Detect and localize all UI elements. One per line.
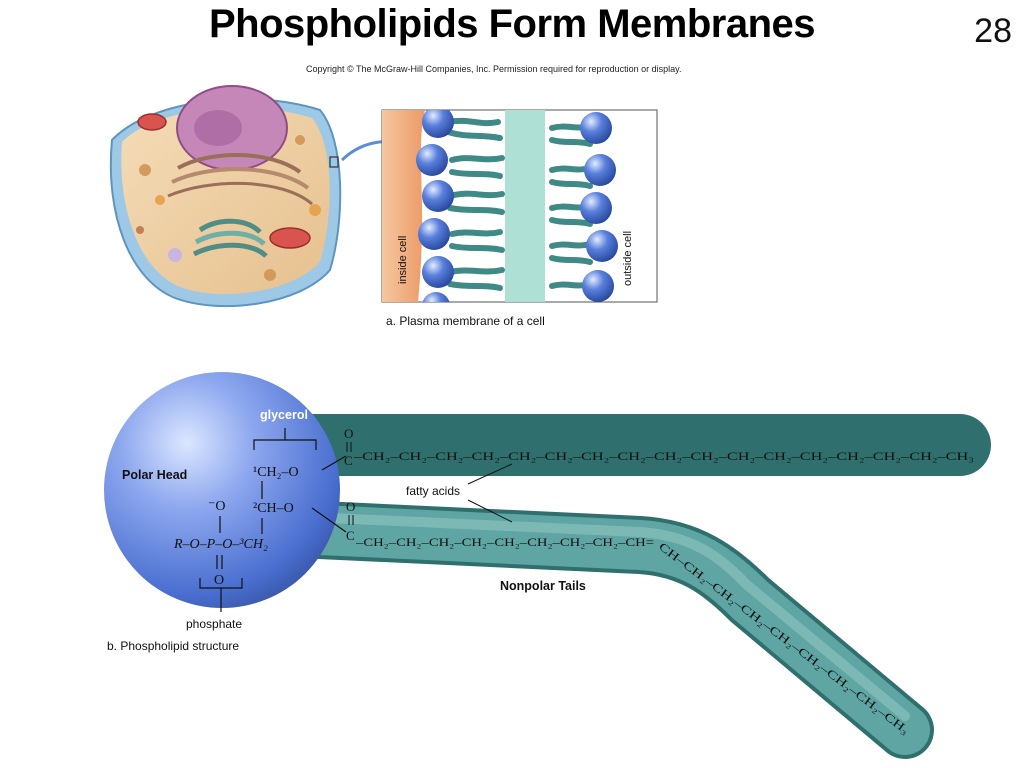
- fatty-acids-label: fatty acids: [406, 484, 460, 498]
- slide-number: 28: [974, 12, 1012, 50]
- formula-o-bottom: O: [214, 573, 224, 588]
- formula-ch2-o-top: ¹CH₂–O: [253, 465, 299, 480]
- formula-ch-o: ²CH–O: [253, 501, 294, 516]
- copyright-notice: Copyright © The McGraw-Hill Companies, I…: [306, 64, 682, 74]
- fatty-acids-pointer-top: [467, 463, 513, 485]
- panel-a-caption: a. Plasma membrane of a cell: [386, 314, 545, 328]
- cytoplasm: [121, 107, 330, 295]
- formula-chain-bottom-straight: –CH₂–CH₂–CH₂–CH₂–CH₂–CH₂–CH₂–CH₂–CH=: [355, 537, 654, 549]
- formula-carbonyl-o-top: O: [344, 426, 353, 441]
- glycerol-label: glycerol: [260, 408, 308, 422]
- formula-r-o-p-o-ch2: R–O–P–O–³CH₂: [173, 537, 268, 552]
- cell-illustration: [109, 85, 342, 308]
- membrane-zoom-box: [329, 156, 339, 168]
- formula-carbonyl-c-top: C: [344, 453, 353, 468]
- outside-cell-label: outside cell: [622, 231, 634, 286]
- phosphate-label: phosphate: [186, 617, 242, 631]
- formula-o-minus: ⁻O: [208, 499, 226, 514]
- inside-cell-label: inside cell: [397, 236, 409, 284]
- membrane-closeup: inside cell outside cell: [381, 109, 658, 303]
- panel-b-caption: b. Phospholipid structure: [107, 639, 239, 653]
- nucleolus: [194, 110, 242, 146]
- polar-head-sphere: [104, 372, 340, 608]
- nonpolar-tails-label: Nonpolar Tails: [500, 579, 586, 593]
- slide-title: Phospholipids Form Membranes: [208, 2, 816, 46]
- fatty-acids-pointer-bottom: [467, 499, 513, 523]
- phospholipid-molecule: [104, 372, 991, 759]
- mitochondrion: [269, 227, 311, 249]
- polar-head-label: Polar Head: [122, 468, 187, 482]
- formula-carbonyl-c-bottom: C: [346, 528, 355, 543]
- formula-chain-bottom-bent: CH–CH₂–CH₂–CH₂–CH₂–CH₂–CH₂–CH₂–CH₃: [656, 541, 911, 737]
- formula-carbonyl-o-bottom: O: [346, 499, 355, 514]
- formula-chain-top: –CH₂–CH₂–CH₂–CH₂–CH₂–CH₂–CH₂–CH₂–CH₂–CH₂…: [353, 451, 974, 463]
